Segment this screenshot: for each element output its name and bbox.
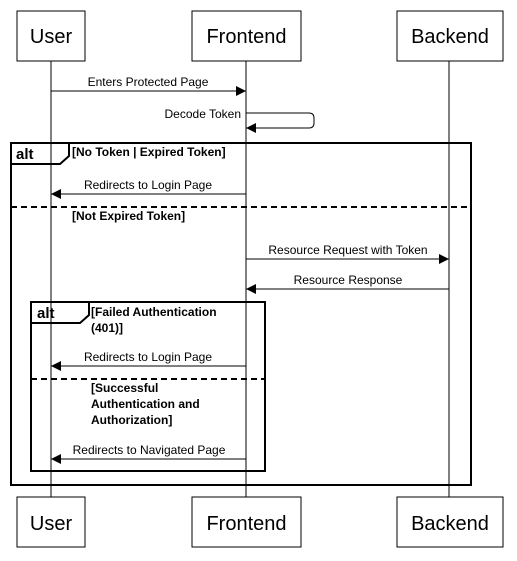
participant-backend-top: Backend: [396, 10, 504, 62]
inner-alt-guard-1-line-2: (401)]: [91, 321, 123, 335]
message-label: Enters Protected Page: [88, 75, 209, 89]
participant-user-top: User: [16, 10, 86, 62]
outer-alt-frame: alt [No Token | Expired Token] [Not Expi…: [10, 142, 472, 486]
outer-alt-tag: alt: [16, 146, 34, 163]
participant-user-bottom: User: [16, 496, 86, 548]
inner-alt-guard-2-line-3: Authorization]: [91, 413, 172, 427]
message-redirects-login-1: Redirects to Login Page: [51, 178, 246, 199]
message-decode-token: Decode Token: [165, 107, 315, 133]
message-label: Resource Request with Token: [268, 243, 427, 257]
outer-alt-guard-1: [No Token | Expired Token]: [72, 145, 226, 159]
participant-frontend-label: Frontend: [206, 513, 286, 535]
message-resource-request: Resource Request with Token: [246, 243, 449, 264]
message-redirects-navigated: Redirects to Navigated Page: [51, 443, 246, 464]
inner-alt-guard-2-line-1: [Successful: [91, 381, 158, 395]
message-resource-response: Resource Response: [246, 273, 449, 294]
inner-alt-frame: alt [Failed Authentication (401)] [Succe…: [30, 301, 266, 472]
outer-alt-guard-2: [Not Expired Token]: [72, 209, 185, 223]
participant-frontend-bottom: Frontend: [191, 496, 302, 548]
inner-alt-guard-1-line-1: [Failed Authentication: [91, 305, 217, 319]
message-enters-protected-page: Enters Protected Page: [51, 75, 246, 96]
message-label: Decode Token: [165, 107, 242, 121]
message-label: Redirects to Login Page: [84, 350, 212, 364]
message-label: Redirects to Navigated Page: [73, 443, 226, 457]
participant-user-label: User: [30, 26, 73, 48]
participant-backend-bottom: Backend: [396, 496, 504, 548]
message-label: Resource Response: [294, 273, 403, 287]
participant-frontend-top: Frontend: [191, 10, 302, 62]
inner-alt-tag: alt: [37, 305, 55, 322]
participant-backend-label: Backend: [411, 513, 489, 535]
participant-user-label: User: [30, 513, 73, 535]
participant-frontend-label: Frontend: [206, 26, 286, 48]
message-label: Redirects to Login Page: [84, 178, 212, 192]
participant-backend-label: Backend: [411, 26, 489, 48]
message-redirects-login-2: Redirects to Login Page: [51, 350, 246, 371]
inner-alt-guard-2-line-2: Authentication and: [91, 397, 200, 411]
